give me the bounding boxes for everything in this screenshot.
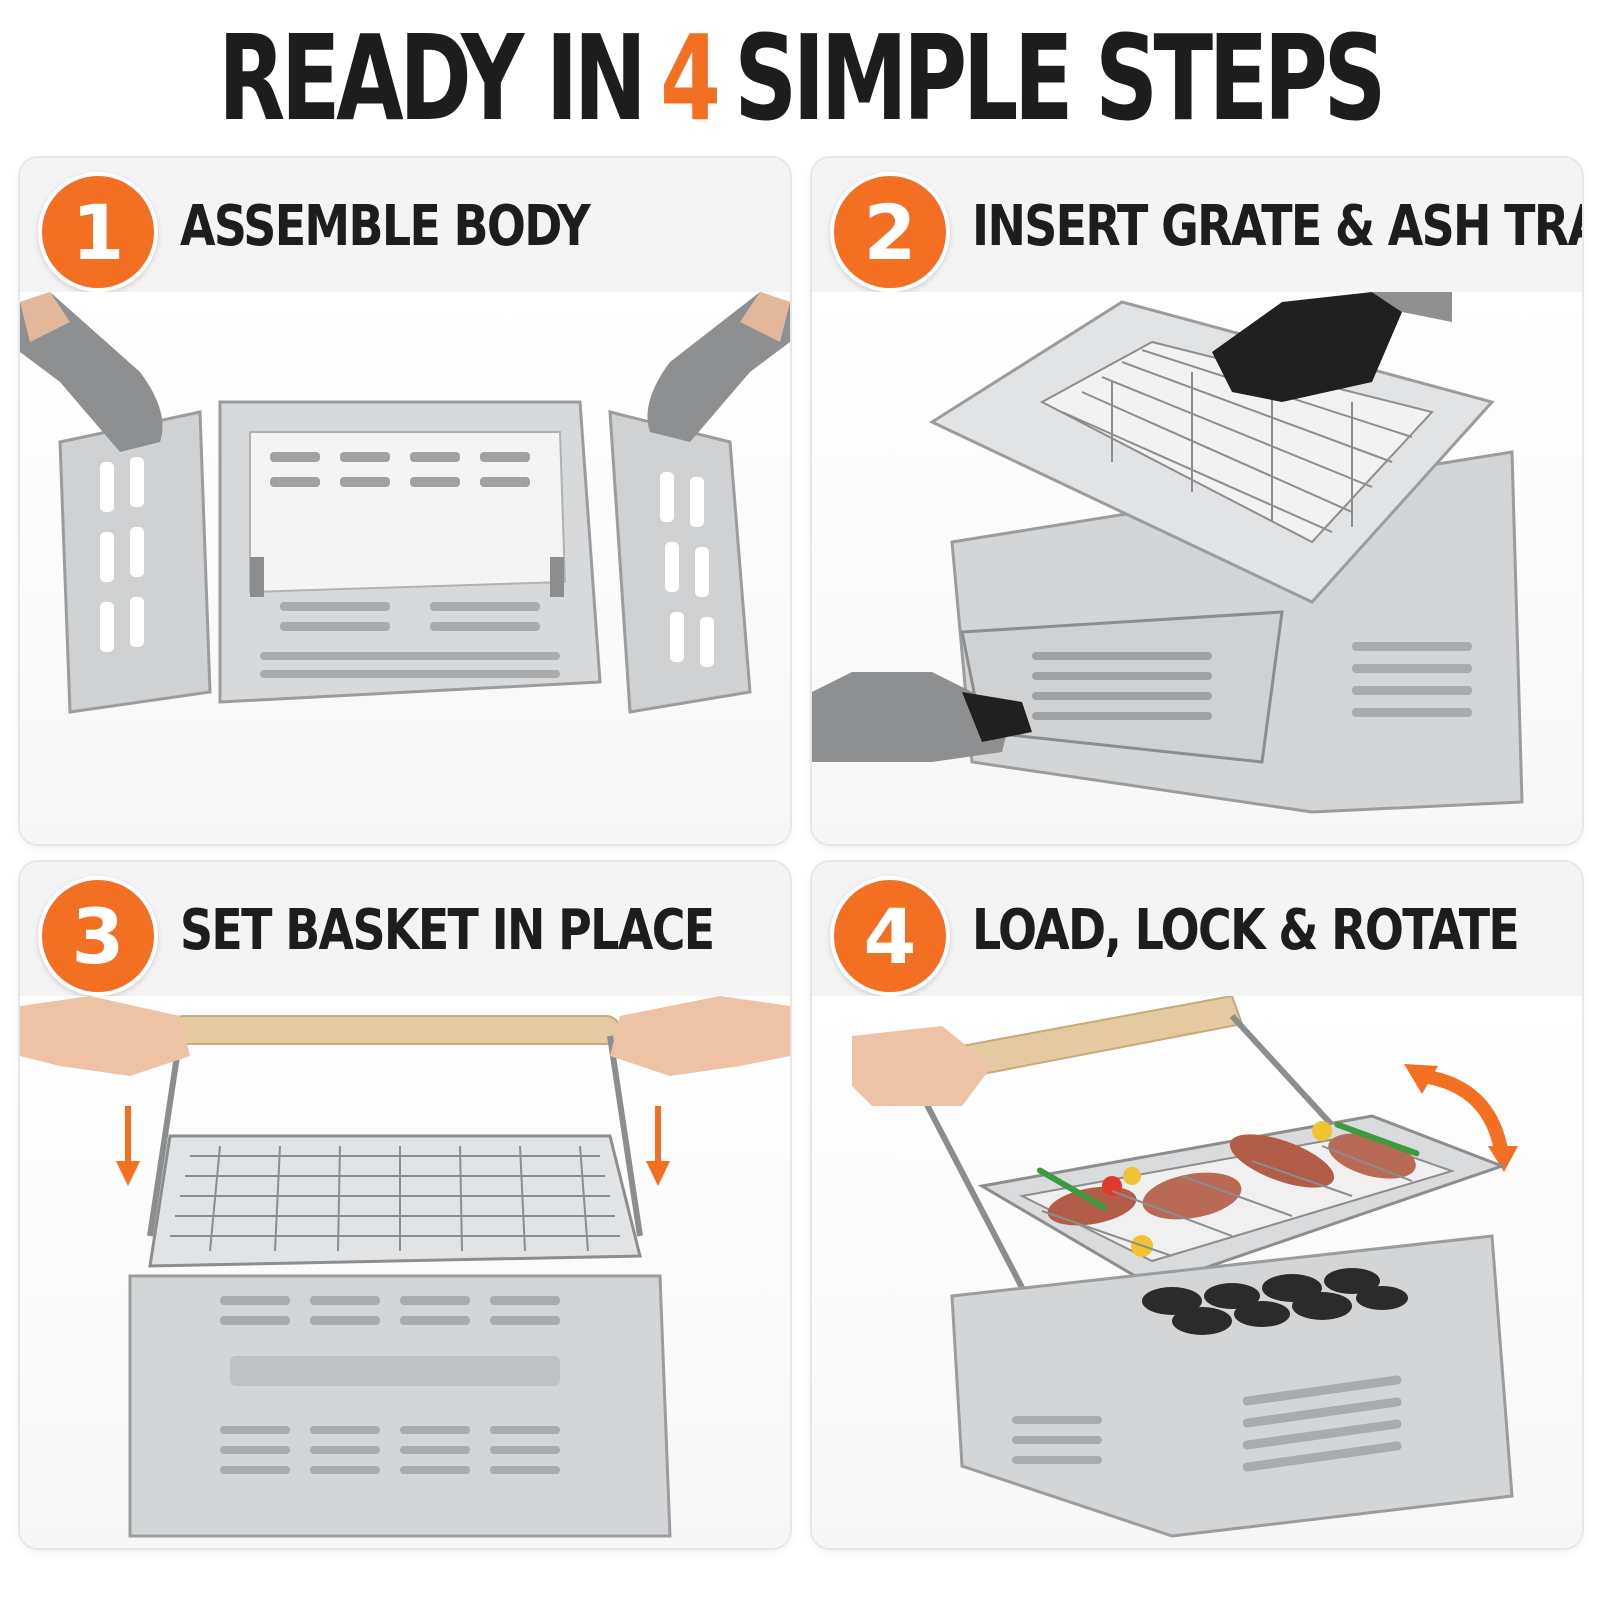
headline: READY IN 4 SIMPLE STEPS: [208, 8, 1392, 148]
step-card-3: 3 SET BASKET IN PLACE: [20, 862, 790, 1548]
step-header-3: 3 SET BASKET IN PLACE: [20, 862, 790, 996]
assemble-body-illustration: [20, 292, 790, 714]
step-number-badge-2: 2: [830, 172, 950, 292]
step-number-badge-3: 3: [38, 876, 158, 996]
set-basket-illustration: [20, 996, 790, 1538]
step-title-1: ASSEMBLE BODY: [180, 194, 591, 259]
step-title-2: INSERT GRATE & ASH TRAY: [972, 194, 1582, 259]
step-header-1: 1 ASSEMBLE BODY: [20, 158, 790, 292]
insert-grate-illustration: [812, 292, 1524, 814]
step-header-4: 4 LOAD, LOCK & ROTATE: [812, 862, 1582, 996]
headline-before: READY IN: [218, 9, 647, 147]
load-lock-rotate-illustration: [852, 996, 1518, 1538]
step-card-4: 4 LOAD, LOCK & ROTATE: [812, 862, 1582, 1548]
step-number-badge-4: 4: [830, 876, 950, 996]
step-number-badge-1: 1: [38, 172, 158, 292]
step-header-2: 2 INSERT GRATE & ASH TRAY: [812, 158, 1582, 292]
step-photo-3: [20, 996, 790, 1548]
step-photo-4: [812, 996, 1582, 1548]
step-title-4: LOAD, LOCK & ROTATE: [972, 898, 1520, 963]
headline-number: 4: [660, 9, 721, 147]
step-photo-1: [20, 292, 790, 844]
step-photo-2: [812, 292, 1582, 844]
step-card-1: 1 ASSEMBLE BODY: [20, 158, 790, 844]
step-card-2: 2 INSERT GRATE & ASH TRAY: [812, 158, 1582, 844]
step-title-3: SET BASKET IN PLACE: [180, 898, 715, 963]
headline-after: SIMPLE STEPS: [734, 9, 1386, 147]
